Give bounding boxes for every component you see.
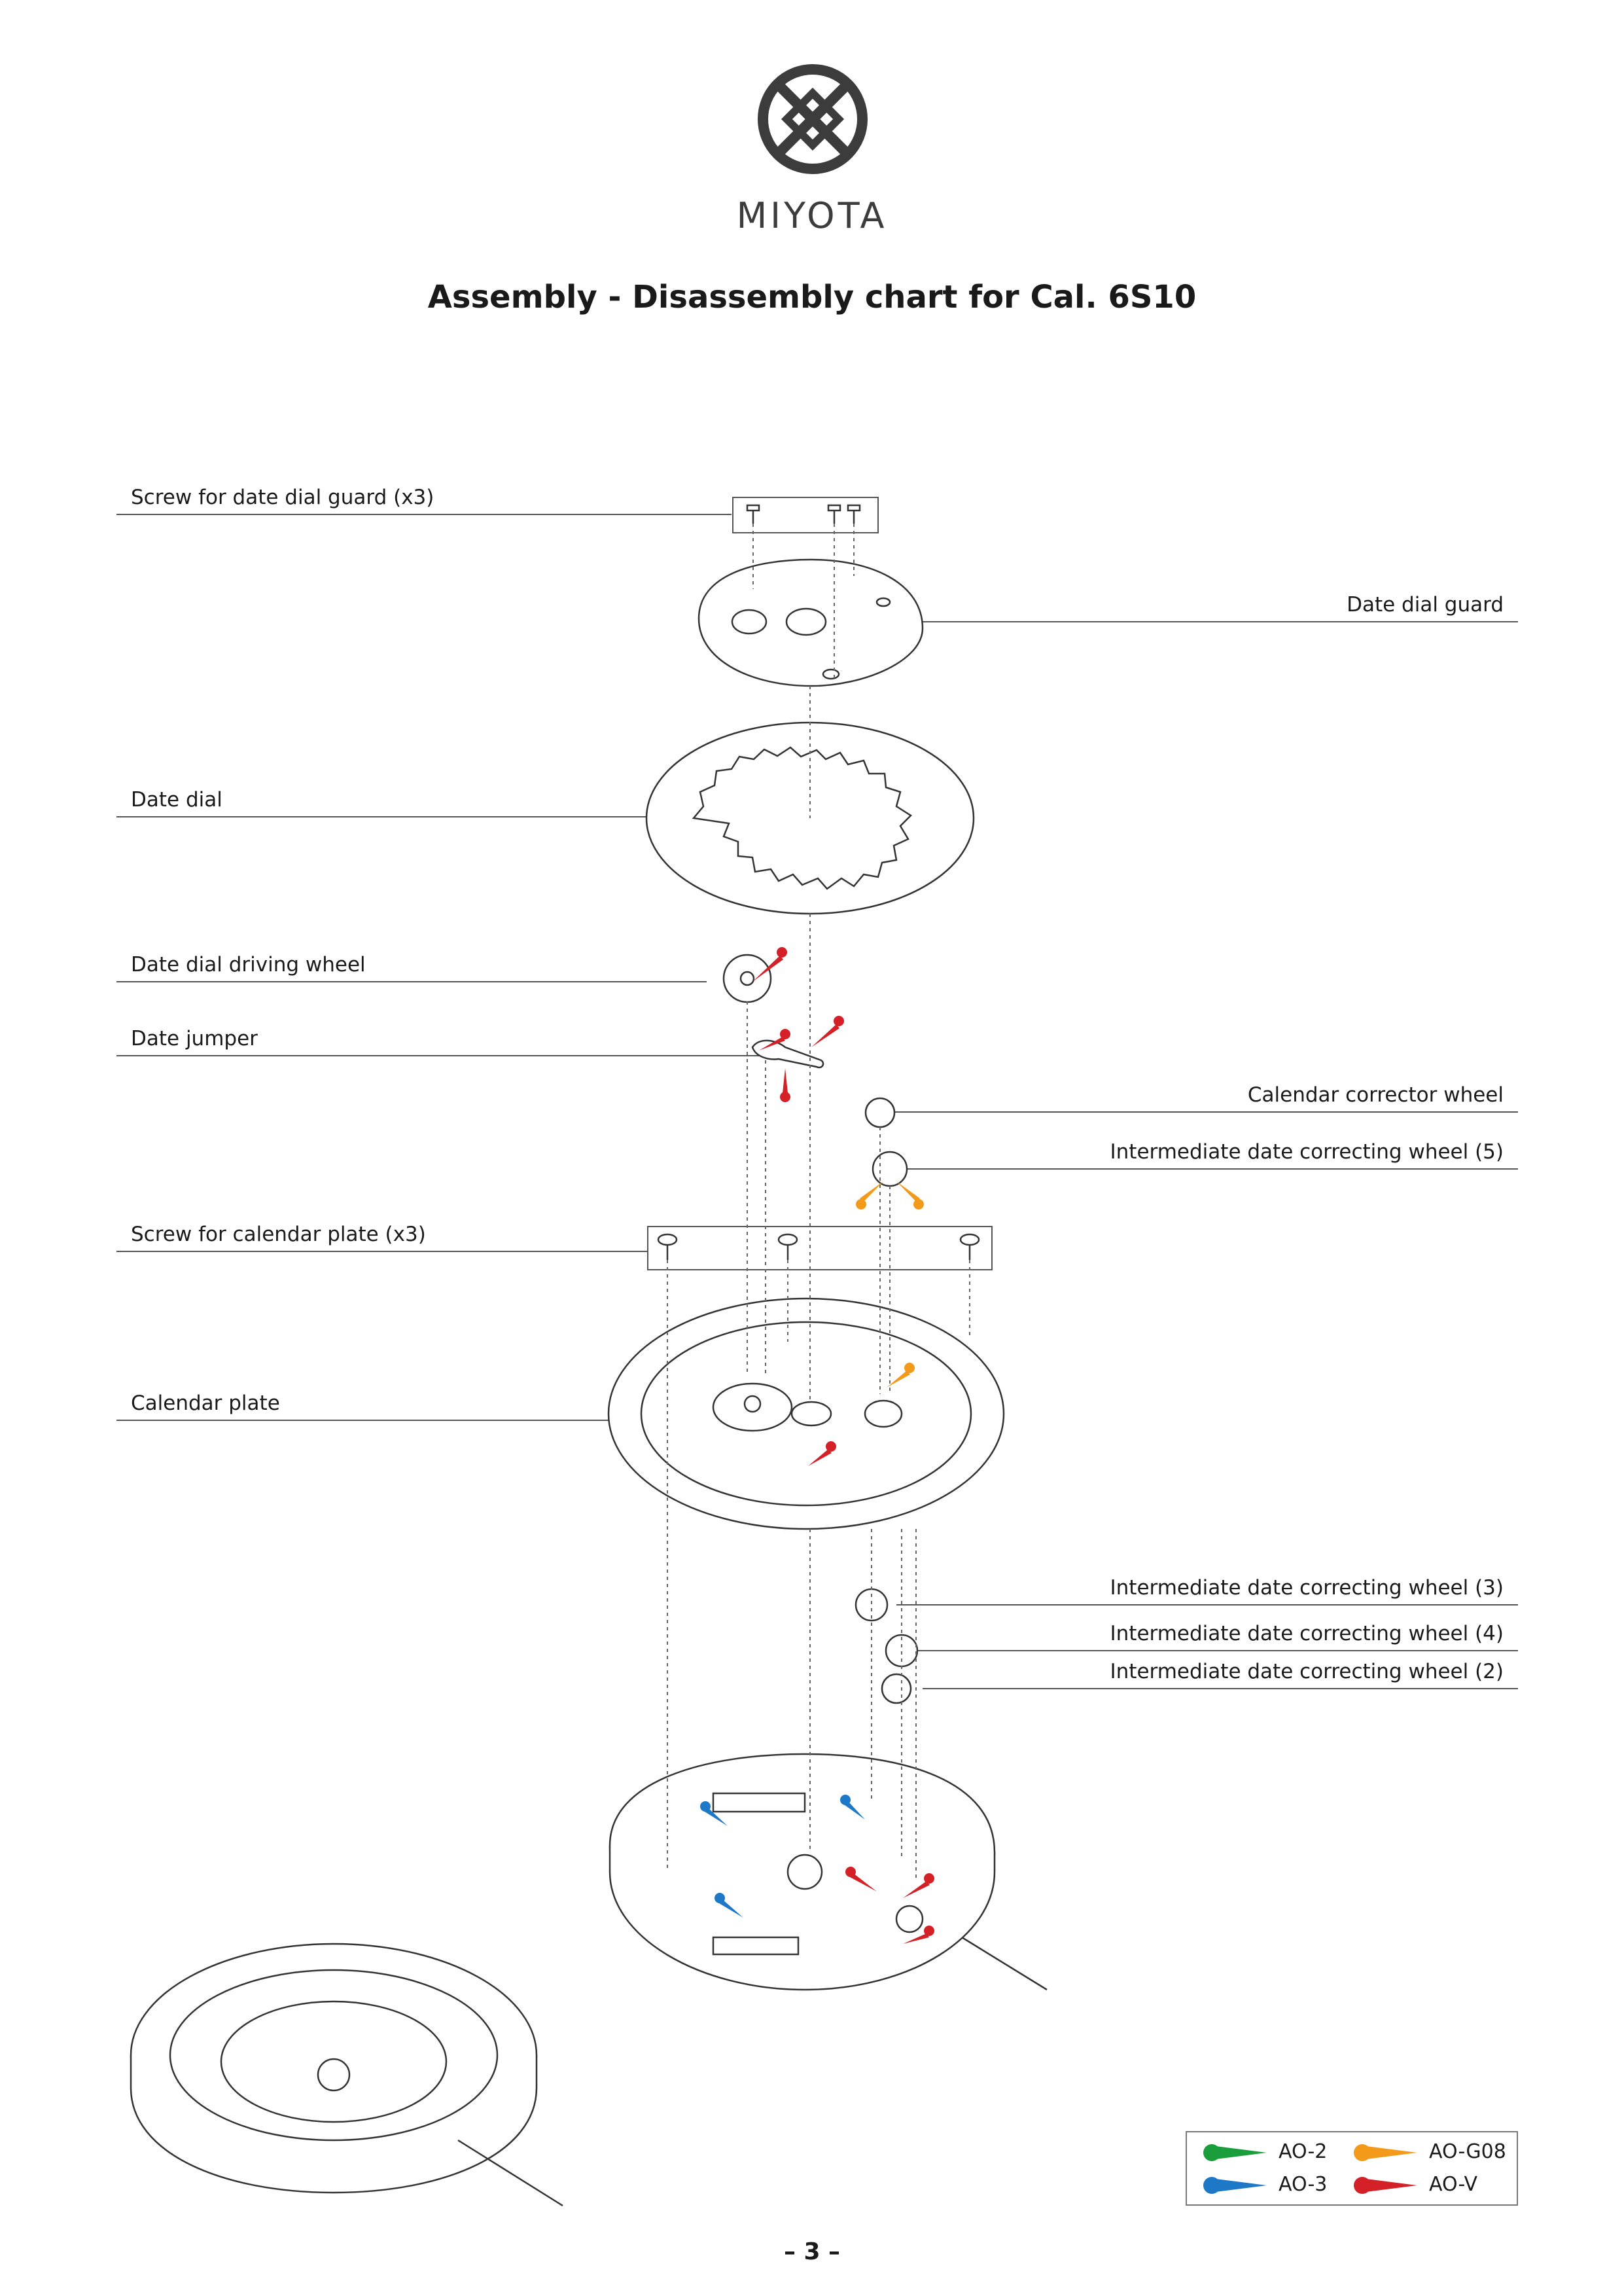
screw-box-calendar-plate: [647, 1226, 993, 1270]
miyota-logo-icon: [758, 64, 868, 174]
intermediate-wheel-2-part: [881, 1673, 912, 1704]
label-date-jumper: Date jumper: [131, 1027, 258, 1050]
oil-pin-icon: [1354, 2177, 1417, 2194]
legend-arrow-2: [1210, 2178, 1267, 2193]
label-date-dial: Date dial: [131, 788, 222, 812]
calendar-corrector-wheel-part: [864, 1097, 896, 1128]
screw-icon: [959, 1233, 980, 1260]
oil-pin-icon: [1354, 2144, 1417, 2161]
label-intermediate-2: Intermediate date correcting wheel (2): [1110, 1660, 1504, 1683]
legend-arrow-3: [1361, 2178, 1417, 2193]
screw-box-date-dial-guard: [732, 497, 879, 533]
label-intermediate-4: Intermediate date correcting wheel (4): [1110, 1622, 1504, 1645]
screw-icon: [746, 504, 760, 524]
oil-legend: AO-2 AO-G08 AO-3 AO-V: [1186, 2131, 1518, 2206]
legend-label: AO-3: [1279, 2173, 1328, 2196]
page-title: Assembly - Disassembly chart for Cal. 6S…: [427, 279, 1197, 315]
label-calendar-plate: Calendar plate: [131, 1391, 280, 1415]
oil-pin-icon: [1203, 2144, 1267, 2161]
intermediate-wheel-5-part: [872, 1151, 908, 1187]
date-jumper-part: [751, 1039, 824, 1069]
screw-icon: [827, 504, 841, 524]
label-intermediate-5: Intermediate date correcting wheel (5): [1110, 1140, 1504, 1164]
label-intermediate-3: Intermediate date correcting wheel (3): [1110, 1576, 1504, 1600]
brand-name: MIYOTA: [736, 195, 888, 236]
label-calendar-corrector-wheel: Calendar corrector wheel: [1247, 1083, 1504, 1107]
label-date-dial-driving-wheel: Date dial driving wheel: [131, 953, 366, 977]
legend-arrow-1: [1361, 2145, 1417, 2160]
page-number: – 3 –: [783, 2238, 841, 2265]
legend-label: AO-G08: [1429, 2140, 1506, 2163]
legend-label: AO-V: [1429, 2173, 1478, 2196]
label-screw-date-dial-guard: Screw for date dial guard (x3): [131, 486, 434, 509]
date-dial-driving-wheel-part: [722, 954, 772, 1003]
legend-label: AO-2: [1279, 2140, 1328, 2163]
oil-pin-icon: [1203, 2177, 1267, 2194]
screw-icon: [777, 1233, 798, 1260]
screw-icon: [847, 504, 861, 524]
label-screw-calendar-plate: Screw for calendar plate (x3): [131, 1223, 426, 1246]
screw-icon: [657, 1233, 678, 1260]
legend-arrow-0: [1210, 2145, 1267, 2160]
label-date-dial-guard: Date dial guard: [1347, 593, 1504, 617]
